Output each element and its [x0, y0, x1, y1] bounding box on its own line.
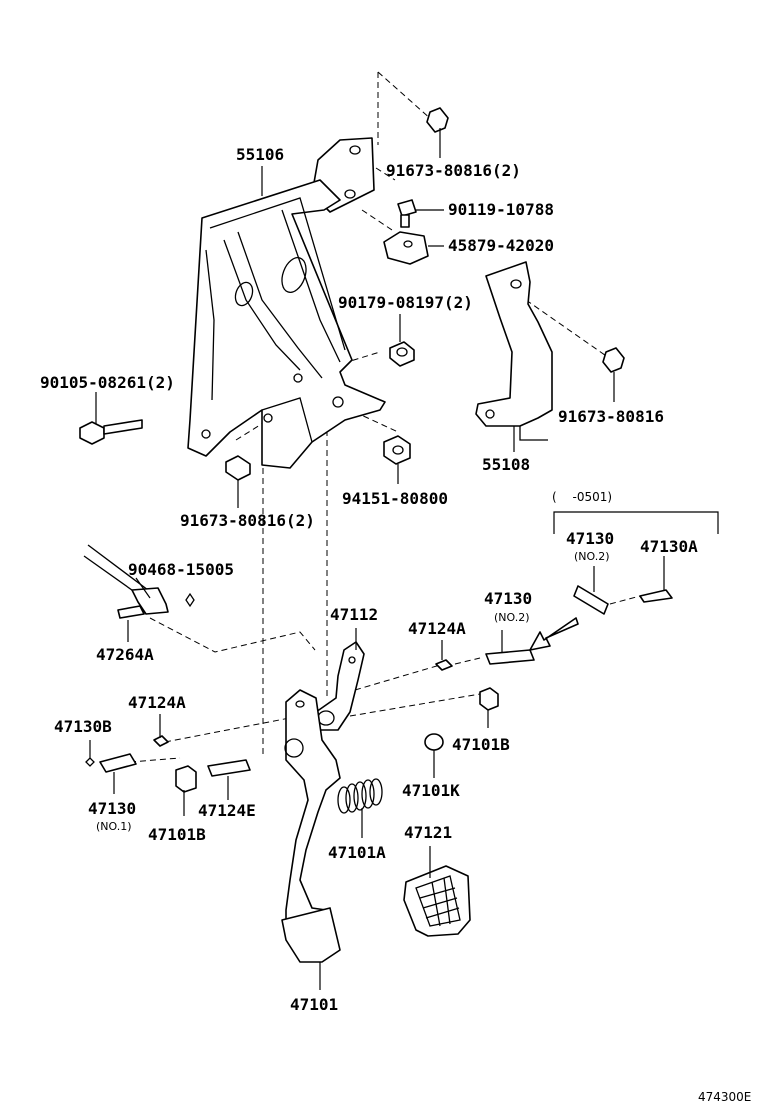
label-47264A: 47264A [96, 645, 154, 664]
bolt-47130-mid [485, 649, 535, 665]
nut-90179 [389, 341, 415, 367]
label-47121: 47121 [404, 823, 453, 842]
leader-lines [89, 128, 665, 990]
pedal-bracket-55106 [187, 137, 386, 469]
bracket-47112 [315, 641, 365, 731]
pedal-pad-lower [281, 907, 341, 963]
label-47124A-right: 47124A [408, 619, 466, 638]
label-91673-80816-right: 91673-80816 [558, 407, 664, 426]
bolt-91673-top [426, 107, 449, 133]
front-arrow [529, 617, 579, 651]
label-91673-80816-2-top: 91673-80816(2) [386, 161, 521, 180]
bolt-47130A [639, 589, 673, 603]
reference-code: 474300E [698, 1090, 752, 1104]
label-90119-10788: 90119-10788 [448, 200, 554, 219]
label-47124A-left: 47124A [128, 693, 186, 712]
label-55108: 55108 [482, 455, 531, 474]
label-47130-no1: 47130 [88, 799, 137, 818]
label-55106: 55106 [236, 145, 285, 164]
label-47101B-right: 47101B [452, 735, 510, 754]
bracket-55108 [475, 261, 553, 441]
nut-45879 [383, 231, 429, 265]
label-94151-80800: 94151-80800 [342, 489, 448, 508]
label-90105-08261-2: 90105-08261(2) [40, 373, 175, 392]
clip-47124A-right [435, 659, 453, 671]
label-47130-no2-right: 47130 [566, 529, 615, 548]
nut-94151 [383, 435, 411, 465]
bolt-90105-head [79, 421, 105, 445]
pin-47264A [117, 605, 145, 619]
collar-47124E [207, 759, 251, 777]
clip-90468 [185, 592, 195, 608]
label-90468-15005: 90468-15005 [128, 560, 234, 579]
stopper-47101K [424, 733, 444, 751]
label-47112: 47112 [330, 605, 379, 624]
label-47130-no2-mid: 47130 [484, 589, 533, 608]
label-47101K: 47101K [402, 781, 460, 800]
label-47101A: 47101A [328, 843, 386, 862]
label-47130-no2-right-sub: (NO.2) [574, 550, 610, 563]
pedal-pad-47121 [403, 865, 471, 937]
bolt-91673-low [225, 455, 251, 481]
plate-47130-no2 [573, 585, 609, 615]
upper-fasteners [79, 107, 625, 481]
label-47130-no1-sub: (NO.1) [96, 820, 132, 833]
clip-47124A-left [153, 735, 169, 747]
label-47130B: 47130B [54, 717, 112, 736]
label-45879-42020: 45879-42020 [448, 236, 554, 255]
clip-47130B [85, 757, 95, 767]
bushing-47101B-right [479, 687, 499, 711]
bolt-90119 [397, 199, 417, 217]
stop-lamp-area [83, 544, 195, 619]
bolt-91673-right [602, 347, 625, 373]
label-47101B-left: 47101B [148, 825, 206, 844]
label-91673-80816-2-low: 91673-80816(2) [180, 511, 315, 530]
label-47130A: 47130A [640, 537, 698, 556]
label-90179-08197-2: 90179-08197(2) [338, 293, 473, 312]
bolt-90105-shank [103, 419, 143, 435]
range-bracket [553, 511, 719, 534]
plate-47130-no1 [99, 753, 137, 773]
spring-47101A [337, 778, 383, 814]
bushing-47101B-left [175, 765, 197, 793]
assembly-dashed-lines [129, 71, 641, 763]
label-47130-no2-mid-sub: (NO.2) [494, 611, 530, 624]
label-47101: 47101 [290, 995, 339, 1014]
label-47124E: 47124E [198, 801, 256, 820]
label-range-note: ( -0501) [552, 490, 613, 504]
pedal-assembly [85, 585, 673, 963]
